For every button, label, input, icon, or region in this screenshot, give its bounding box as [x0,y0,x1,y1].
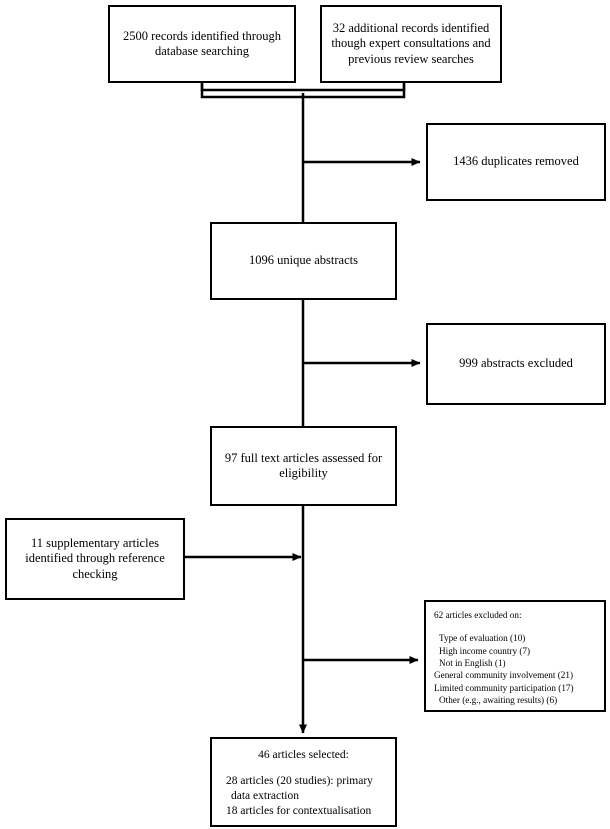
exclusion-reason-item: Other (e.g., awaiting results) (6) [439,694,558,705]
node-articles-excluded-title: 62 articles excluded on: [434,610,522,620]
exclusion-reason-item: Limited community participation (17) [434,682,574,693]
node-articles-selected-title: 46 articles selected: [258,749,349,761]
node-full-text-assessed-line-1: 97 full text articles assessed for [224,450,383,465]
exclusion-reason-item: Type of evaluation (10) [439,633,526,644]
node-unique-abstracts: 1096 unique abstracts [210,222,397,300]
node-database-search: 2500 records identified through database… [108,5,296,83]
node-articles-selected-body: 28 articles (20 studies): primary data e… [212,774,395,819]
node-additional-records: 32 additional records identified though … [320,5,502,83]
exclusion-reason-item: General community involvement (21) [434,670,574,681]
node-database-search-line-2: database searching [154,44,250,58]
exclusion-reason-item: High income country (7) [439,645,531,656]
node-full-text-assessed: 97 full text articles assessed for eligi… [210,426,397,506]
connector-top-bracket [200,83,406,99]
node-articles-selected-line-2: data extraction [231,789,300,802]
node-supplementary-articles: 11 supplementary articles identified thr… [5,518,185,600]
node-abstracts-excluded: 999 abstracts excluded [426,323,606,405]
node-supplementary-articles-line-3: checking [72,566,118,581]
node-duplicates-removed: 1436 duplicates removed [426,123,606,201]
node-articles-excluded-reasons: 62 articles excluded on: Type of evaluat… [424,600,606,712]
node-articles-selected-line-3: 18 articles for contextualisation [226,804,372,817]
node-additional-records-line-2: though expert consultations and [331,36,491,51]
node-supplementary-articles-line-1: 11 supplementary articles [31,536,159,551]
node-database-search-line-1: 2500 records identified through [123,28,281,43]
node-additional-records-line-1: 32 additional records identified [332,21,490,36]
node-additional-records-line-3: previous review searches [348,51,474,66]
connector-top-bracket-inner [200,83,406,92]
node-unique-abstracts-line-1: 1096 unique abstracts [248,253,358,268]
node-articles-selected: 46 articles selected: 28 articles (20 st… [210,737,397,827]
node-articles-selected-line-1: 28 articles (20 studies): primary [226,775,373,788]
node-abstracts-excluded-line-1: 999 abstracts excluded [459,356,573,371]
node-articles-excluded-reason-list: Type of evaluation (10) High income coun… [434,632,574,706]
node-supplementary-articles-line-2: identified through reference [25,551,165,566]
node-full-text-assessed-line-2: eligibility [279,466,328,480]
exclusion-reason-item: Not in English (1) [439,657,506,668]
node-duplicates-removed-line-1: 1436 duplicates removed [453,154,579,169]
